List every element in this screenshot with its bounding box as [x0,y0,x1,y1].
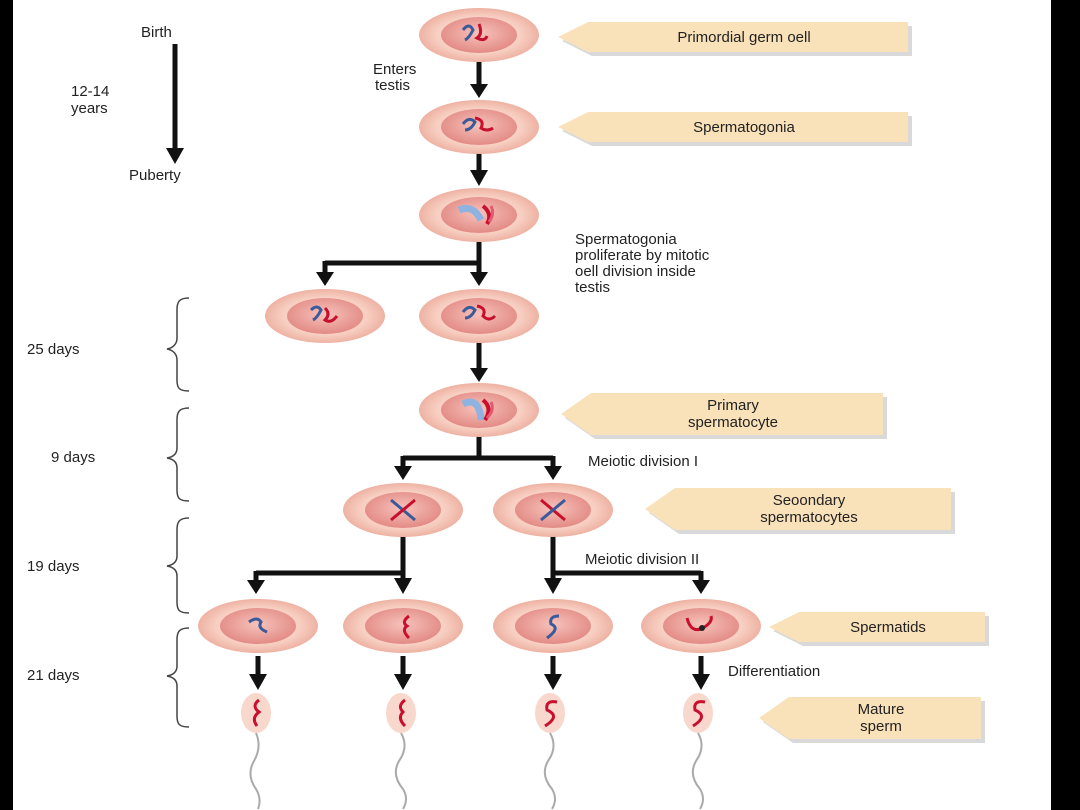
mature-sperm-3 [535,693,565,810]
annotation-prolif-4: testis [575,279,611,296]
tag-spermatogonia-text: Spermatogonia [693,118,795,136]
tag-primary-line2: spermatocyte [687,414,779,431]
tag-spermatids-text: Spermatids [850,618,926,636]
annotation-meiosis-2: Meiotic division II [585,551,700,568]
label-puberty: Puberty [129,167,181,184]
label-birth: Birth [141,24,172,41]
tag-secondary-line1: Seoondary [772,492,846,509]
annotation-prolif-2: proliferate by mitotic [575,247,710,264]
annotation-differentiation: Differentiation [728,663,821,680]
annotation-meiosis-1: Meiotic division I [588,453,699,470]
mature-sperm-1 [241,693,271,810]
tag-primary-line1: Primary [707,397,759,414]
label-years-unit: years [71,100,108,117]
cell-spermatid-2 [343,599,463,653]
label-years-number: 12-14 [71,83,110,100]
brace-9-days [166,407,190,502]
mature-sperm-2 [386,693,416,810]
tag-mature-text: Mature sperm [858,701,905,735]
tag-mature-sperm: Mature sperm [759,697,981,739]
tag-secondary-text: Seoondary spermatocytes [760,492,858,526]
tag-spermatogonia: Spermatogonia [558,112,908,142]
cell-spermatid-4 [641,599,761,653]
tag-primordial-text: Primordial germ oell [677,28,811,46]
diagram-frame: Birth 12-14 years Puberty 25 days 9 days… [10,0,1054,810]
brace-21-days [166,627,190,728]
tag-mature-line1: Mature [857,701,905,718]
cell-spermatogonium [419,100,539,154]
annotation-testis: testis [375,77,411,94]
annotation-prolif-3: oell division inside [575,263,696,280]
tag-primary-text: Primary spermatocyte [688,397,778,431]
cell-daughter-right [419,289,539,343]
duration-21-days: 21 days [27,667,80,684]
tag-secondary-spermatocytes: Seoondary spermatocytes [645,488,951,530]
duration-9-days: 9 days [51,449,96,466]
flow-arrows [247,62,710,690]
cell-daughter-left [265,289,385,343]
cell-secondary-right [493,483,613,537]
cell-spermatid-3 [493,599,613,653]
tag-secondary-line2: spermatocytes [760,509,858,526]
duration-braces [166,297,190,728]
tag-primordial-germ-cell: Primordial germ oell [558,22,908,52]
cell-primordial-germ [419,8,539,62]
cell-primary-spermatocyte [419,383,539,437]
cell-spermatid-1 [198,599,318,653]
brace-25-days [166,297,190,392]
duration-19-days: 19 days [27,558,80,575]
annotation-prolif-1: Spermatogonia [575,231,677,248]
spermatogenesis-diagram [166,8,761,810]
cell-spermatogonium-replicated [419,188,539,242]
timeline-arrow [166,44,184,164]
mature-sperm-4 [683,693,713,810]
tag-primary-spermatocyte: Primary spermatocyte [561,393,883,435]
duration-25-days: 25 days [27,341,80,358]
cell-secondary-left [343,483,463,537]
tag-spermatids: Spermatids [769,612,985,642]
tag-mature-line2: sperm [860,718,902,735]
annotation-enters: Enters [373,61,417,78]
brace-19-days [166,517,190,614]
